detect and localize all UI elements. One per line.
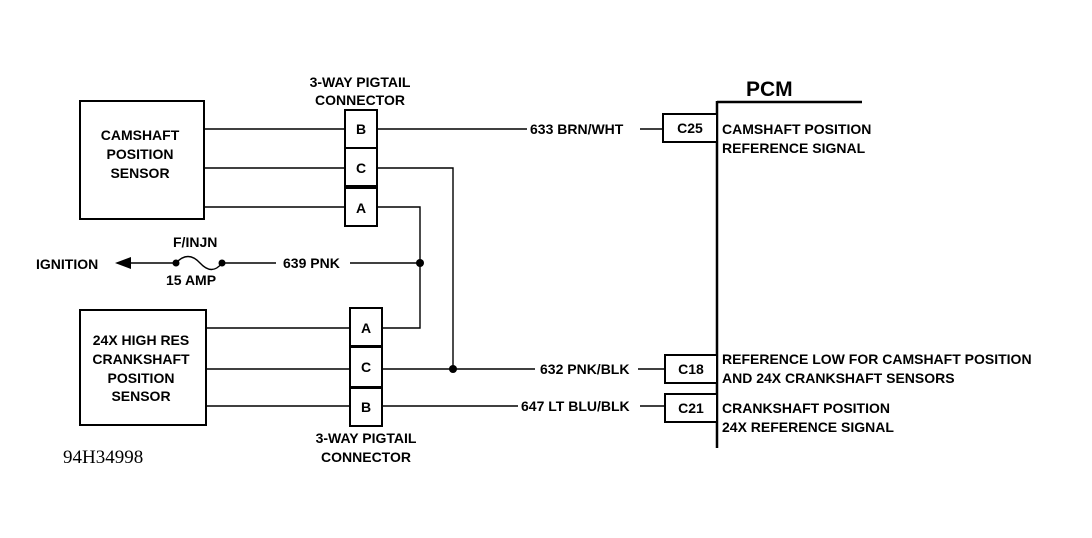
- top-pigtail-connector: 3-WAY PIGTAIL CONNECTOR B C A: [310, 74, 411, 227]
- wire-633-label: 633 BRN/WHT: [530, 121, 624, 137]
- crank-sensor-label-3: POSITION: [108, 370, 175, 386]
- top-connector-pin-b: B: [356, 121, 366, 137]
- pcm-pin-c21-label: C21: [678, 400, 704, 416]
- splice-639: [416, 259, 424, 267]
- c21-desc-2: 24X REFERENCE SIGNAL: [722, 419, 894, 435]
- crank-sensor-label-2: CRANKSHAFT: [92, 351, 190, 367]
- wire-633: 633 BRN/WHT: [377, 121, 663, 137]
- wire-632-label: 632 PNK/BLK: [540, 361, 629, 377]
- pcm-pin-c18: [664, 354, 718, 384]
- camshaft-position-sensor: CAMSHAFT POSITION SENSOR: [79, 100, 205, 220]
- top-connector-pin-c: C: [356, 160, 366, 176]
- wire-647-label: 647 LT BLU/BLK: [521, 398, 630, 414]
- c21-desc-1: CRANKSHAFT POSITION: [722, 400, 890, 416]
- figure-id: 94H34998: [63, 447, 143, 468]
- bottom-connector-pin-a: A: [361, 320, 371, 336]
- c25-desc-1: CAMSHAFT POSITION: [722, 121, 871, 137]
- c18-desc-1: REFERENCE LOW FOR CAMSHAFT POSITION: [722, 351, 1032, 367]
- bottom-pigtail-connector: A C B 3-WAY PIGTAIL CONNECTOR: [316, 307, 417, 465]
- pcm-title: PCM: [746, 78, 793, 101]
- crank-sensor-label-4: SENSOR: [111, 388, 170, 404]
- pcm-pin-c25: [662, 113, 718, 143]
- pcm-pin-c18-label: C18: [678, 361, 704, 377]
- fuse-name-label: F/INJN: [173, 234, 217, 250]
- wire-639-label: 639 PNK: [283, 255, 340, 271]
- pcm-pin-c21: [664, 393, 718, 423]
- camshaft-sensor-label-3: SENSOR: [110, 165, 169, 181]
- fuse-rating-label: 15 AMP: [166, 272, 216, 288]
- pcm-module: PCM C25 CAMSHAFT POSITION REFERENCE SIGN…: [662, 78, 1032, 448]
- top-connector-pin-a: A: [356, 200, 366, 216]
- pcm-pin-c25-label: C25: [677, 120, 703, 136]
- ignition-label: IGNITION: [36, 256, 98, 272]
- fuse-symbol: [175, 255, 223, 271]
- bottom-connector-title-2: CONNECTOR: [321, 449, 411, 465]
- bottom-connector-pin-b: B: [361, 399, 371, 415]
- camshaft-sensor-label-1: CAMSHAFT: [101, 127, 180, 143]
- wire-632: 632 PNK/BLK: [377, 167, 665, 377]
- bottom-connector-title-1: 3-WAY PIGTAIL: [316, 430, 417, 446]
- crankshaft-position-sensor: 24X HIGH RES CRANKSHAFT POSITION SENSOR: [79, 309, 207, 426]
- top-connector-title-2: CONNECTOR: [315, 92, 405, 108]
- crank-sensor-label-1: 24X HIGH RES: [93, 332, 189, 348]
- sensor-pigtail-wires: [204, 128, 350, 407]
- wire-647: 647 LT BLU/BLK: [382, 398, 665, 414]
- c18-desc-2: AND 24X CRANKSHAFT SENSORS: [722, 370, 955, 386]
- bottom-connector-pin-c: C: [361, 359, 371, 375]
- ignition-feed-639: 639 PNK IGNITION F/INJN 15 AMP: [36, 206, 424, 329]
- top-connector-title-1: 3-WAY PIGTAIL: [310, 74, 411, 90]
- arrow-left-icon: [115, 257, 131, 269]
- splice-632: [449, 365, 457, 373]
- c25-desc-2: REFERENCE SIGNAL: [722, 140, 866, 156]
- camshaft-sensor-label-2: POSITION: [107, 146, 174, 162]
